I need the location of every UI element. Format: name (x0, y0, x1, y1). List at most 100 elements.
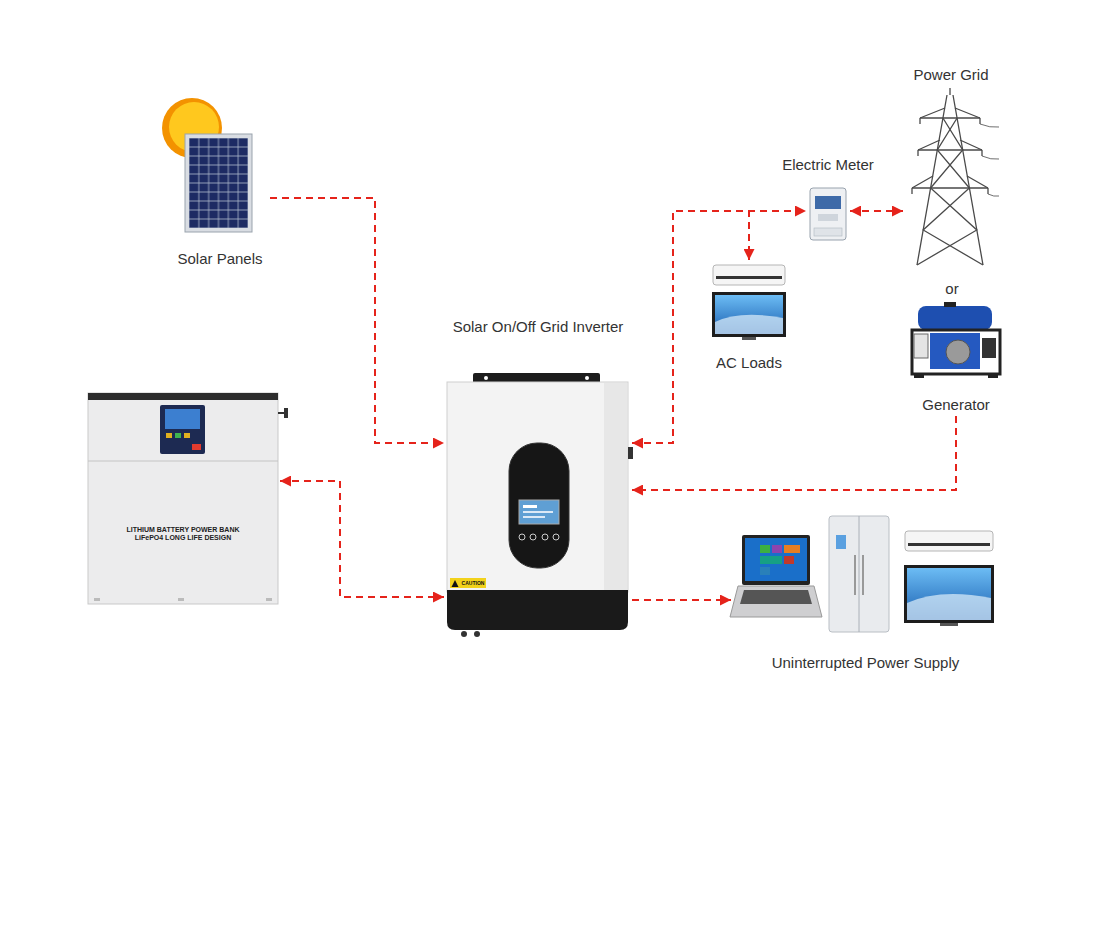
fridge-icon (829, 516, 889, 632)
inverter-unit (553, 534, 559, 540)
inverter-unit (604, 383, 627, 591)
inverter-unit (447, 373, 633, 637)
generator-icon (914, 334, 928, 358)
generator-icon (918, 306, 992, 330)
fridge-icon (854, 555, 856, 595)
battery-pack (88, 461, 278, 462)
tv-icon (712, 292, 786, 340)
fridge-icon (829, 516, 889, 632)
laptop-icon (784, 556, 794, 564)
tv-icon (715, 315, 783, 334)
tv-icon (904, 565, 994, 626)
power-flow-arrow (632, 599, 731, 601)
power-flow-arrow (632, 211, 806, 443)
solar-panel-icon (185, 134, 252, 232)
electric-meter-icon (815, 196, 841, 209)
tv-icon (715, 295, 783, 334)
laptop-icon (760, 545, 770, 553)
printed-label: LITHIUM BATTERY POWER BANK (126, 526, 239, 534)
power-tower-icon (912, 118, 988, 194)
ac-unit-icon (713, 265, 785, 285)
laptop-icon (730, 586, 822, 617)
solar-panel-node: Solar Panels (172, 100, 268, 268)
power-tower-icon (980, 124, 999, 196)
inverter-unit (523, 505, 537, 508)
ac-unit-icon (716, 276, 782, 279)
generator-icon (912, 330, 1000, 374)
inverter-unit (452, 580, 459, 587)
fridge-icon (862, 555, 864, 595)
power-flow-arrow (270, 198, 444, 443)
power-flow-arrow (850, 210, 903, 212)
battery-pack (88, 393, 278, 604)
laptop-icon (740, 590, 812, 604)
laptop-icon (745, 538, 807, 581)
battery-pack (88, 393, 288, 604)
fridge-icon (836, 535, 846, 549)
laptop-icon (730, 535, 822, 617)
power-tower-icon (912, 88, 999, 265)
or-label: or (945, 280, 958, 297)
ac-unit-icon (908, 543, 990, 546)
power-tower-icon (949, 88, 950, 95)
battery-pack (278, 408, 288, 418)
laptop-icon (760, 567, 770, 575)
node-label: AC Loads (716, 354, 782, 372)
inverter-unit (509, 443, 569, 568)
electric-meter-icon (810, 188, 846, 240)
laptop-icon (742, 535, 810, 585)
battery-pack (175, 433, 181, 438)
battery-pack (266, 598, 272, 601)
node-label: Uninterrupted Power Supply (772, 654, 960, 672)
inverter-unit (450, 578, 486, 588)
generator-icon (944, 302, 956, 307)
battery-pack (178, 598, 184, 601)
power-grid-node: Power Grid (905, 66, 997, 268)
power-tower-icon (917, 118, 977, 265)
node-label: Electric Meter (782, 156, 874, 174)
node-label: Solar On/Off Grid Inverter (453, 318, 624, 336)
ac-loads-node: AC Loads (708, 262, 790, 372)
node-label: Power Grid (913, 66, 988, 84)
battery-pack (160, 405, 205, 454)
inverter-unit (447, 382, 628, 592)
inverter-unit (530, 534, 536, 540)
ups-node: Uninterrupted Power Supply (733, 510, 998, 672)
power-tower-icon (923, 118, 983, 265)
meter-node: Electric Meter (808, 186, 848, 242)
inverter-unit (484, 376, 488, 380)
tv-icon (907, 568, 991, 620)
battery-node: LITHIUM BATTERY POWER BANKLiFePO4 LONG L… (88, 393, 278, 603)
battery-pack (166, 433, 172, 438)
electric-meter-icon (818, 214, 838, 221)
generator-icon (912, 302, 1000, 378)
inverter-unit (585, 376, 589, 380)
ac-unit-icon (905, 531, 993, 551)
solar-panel-icon (189, 138, 248, 228)
ac-unit-icon (905, 531, 993, 551)
laptop-icon (772, 545, 782, 553)
inverter-unit (474, 631, 480, 637)
laptop-icon (784, 545, 800, 553)
inverter-unit (519, 500, 559, 524)
generator-icon (930, 333, 980, 369)
generator-icon (946, 340, 970, 364)
tv-icon (742, 337, 756, 340)
inverter-unit (519, 534, 525, 540)
tv-icon (712, 292, 786, 337)
power-flow-arrow (632, 211, 749, 443)
solar-panel-icon (185, 134, 252, 232)
printed-label: LiFePO4 LONG LIFE DESIGN (135, 534, 231, 542)
generator-icon (982, 338, 996, 358)
electric-meter-icon (814, 228, 842, 236)
tv-icon (907, 594, 991, 620)
node-label: Solar Panels (177, 250, 262, 268)
inverter-node: Solar On/Off Grid Inverter (446, 372, 630, 632)
generator-icon (988, 374, 998, 378)
inverter-unit (542, 534, 548, 540)
power-tower-icon (912, 108, 988, 188)
inverter-unit (447, 590, 628, 630)
